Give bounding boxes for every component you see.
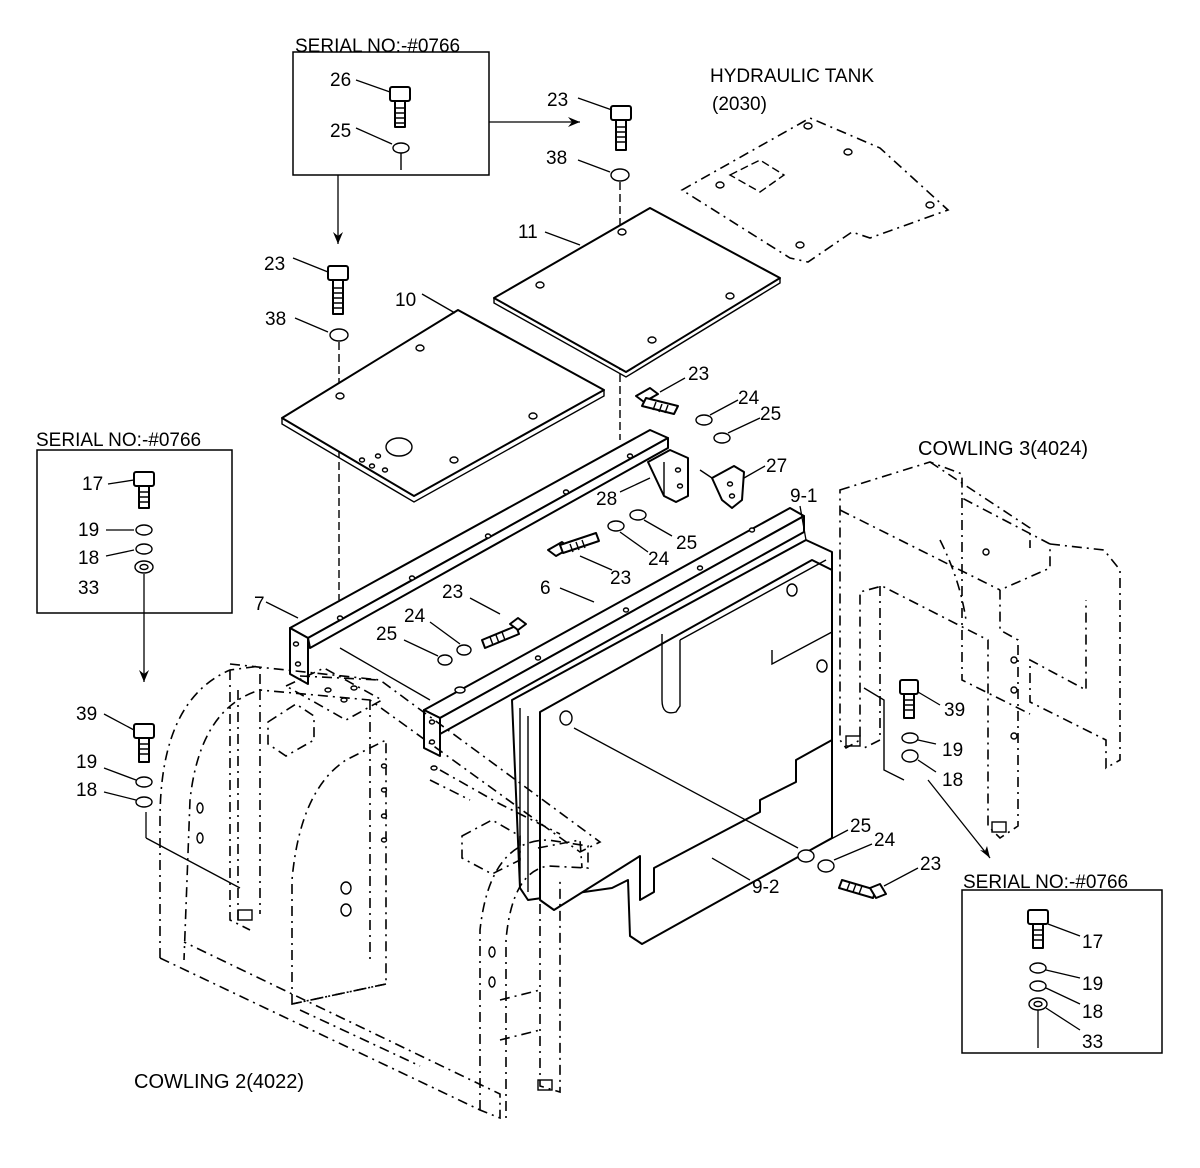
part-24-d: 24 [874, 830, 896, 851]
bracket-27 [699, 465, 745, 509]
rail-6 [423, 507, 805, 757]
part-33-right: 33 [1082, 1032, 1103, 1053]
part-18-right: 18 [942, 770, 963, 791]
part-10: 10 [395, 290, 416, 311]
part-25-c: 25 [376, 624, 397, 645]
hydraulic-tank-code: (2030) [712, 94, 767, 115]
part-25-box: 25 [330, 121, 351, 142]
part-23-c: 23 [442, 582, 463, 603]
part-39-right: 39 [944, 700, 965, 721]
part-19-right: 19 [942, 740, 963, 761]
part-23-top: 23 [547, 90, 568, 111]
part-18-left: 18 [78, 548, 99, 569]
part-9-2: 9-2 [752, 877, 779, 898]
part-24-c: 24 [404, 606, 426, 627]
part-7: 7 [254, 594, 265, 615]
part-17-right: 17 [1082, 932, 1103, 953]
bolt-17-right [1027, 909, 1049, 949]
cowling2-label: COWLING 2(4022) [134, 1071, 304, 1093]
bolt-17-left [133, 471, 155, 509]
part-6: 6 [540, 578, 551, 599]
part-19-left2: 19 [76, 752, 97, 773]
part-24-mid: 24 [738, 388, 760, 409]
part-38-top: 38 [546, 148, 567, 169]
part-19-left: 19 [78, 520, 99, 541]
bracket-28 [647, 449, 689, 503]
serial-label-top: SERIAL NO:-#0766 [295, 36, 460, 57]
part-38-left: 38 [265, 309, 286, 330]
rail-7 [289, 429, 669, 685]
part-11: 11 [518, 222, 538, 243]
bolt-39-right [899, 679, 919, 719]
hydraulic-tank-outline [680, 117, 950, 263]
part-23-b: 23 [610, 568, 631, 589]
bolt-23-d [838, 879, 887, 899]
bolt-23-b [547, 532, 600, 557]
part-23-left: 23 [264, 254, 285, 275]
plate-11 [493, 207, 781, 378]
part-23-d: 23 [920, 854, 941, 875]
part-9-1: 9-1 [790, 486, 817, 507]
bolt-26 [389, 86, 411, 128]
part-19-right2: 19 [1082, 974, 1103, 995]
plate-10 [281, 309, 605, 503]
part-26: 26 [330, 70, 351, 91]
cowling3-frame [839, 461, 1121, 840]
cowling3-label: COWLING 3(4024) [918, 438, 1088, 460]
part-25-d: 25 [850, 816, 871, 837]
bolt-23-c [481, 617, 527, 649]
serial-label-right: SERIAL NO:-#0766 [963, 872, 1128, 893]
part-25-mid: 25 [760, 404, 781, 425]
cowling2-frame [159, 663, 602, 1120]
part-28: 28 [596, 489, 617, 510]
serial-box-left: SERIAL NO:-#0766 17 19 18 33 [36, 430, 233, 614]
bolt-23-mid [635, 387, 679, 415]
part-39-left: 39 [76, 704, 97, 725]
part-27: 27 [766, 456, 787, 477]
panel-9-1 [511, 539, 833, 945]
bolt-23-top [610, 105, 632, 151]
serial-box-right: SERIAL NO:-#0766 17 19 18 33 [961, 872, 1163, 1054]
part-18-right2: 18 [1082, 1002, 1103, 1023]
part-33-left: 33 [78, 578, 99, 599]
part-23-mid: 23 [688, 364, 709, 385]
hydraulic-tank-label: HYDRAULIC TANK [710, 66, 874, 87]
part-25-b: 25 [676, 533, 697, 554]
part-18-left2: 18 [76, 780, 97, 801]
part-17-left: 17 [82, 474, 103, 495]
part-24-b: 24 [648, 549, 670, 570]
bolt-23-left [327, 265, 349, 315]
bolt-39-left [133, 723, 155, 763]
serial-label-left: SERIAL NO:-#0766 [36, 430, 201, 451]
serial-box-top: SERIAL NO:-#0766 26 25 [292, 36, 490, 176]
